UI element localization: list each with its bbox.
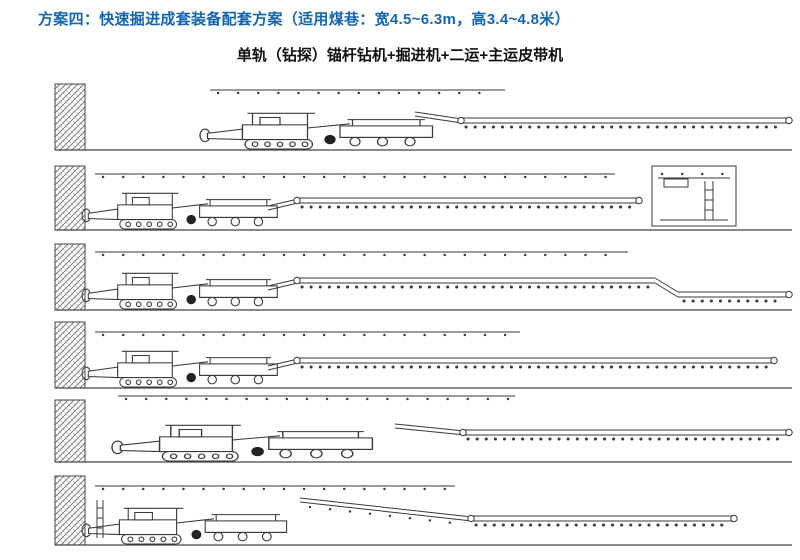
equipment-subtitle: 单轨（钻探）锚杆钻机+掘进机+二运+主运皮带机 bbox=[236, 47, 564, 64]
machine-train bbox=[199, 112, 434, 150]
rock-face bbox=[54, 243, 86, 311]
belt-conveyor bbox=[457, 116, 793, 129]
bridge-conveyor bbox=[299, 497, 473, 526]
rock-face bbox=[54, 165, 86, 231]
bridge-conveyor bbox=[267, 358, 299, 371]
monorail bbox=[95, 331, 520, 337]
diagram-row-4 bbox=[54, 321, 792, 389]
diagram-row-3 bbox=[54, 243, 793, 311]
diagram-row-6 bbox=[54, 475, 792, 546]
plan-title: 方案四：快速掘进成套装备配套方案（适用煤巷：宽4.5~6.3m，高3.4~4.8… bbox=[38, 11, 570, 28]
bridge-conveyor bbox=[394, 423, 466, 436]
machine-train bbox=[111, 424, 374, 462]
machine-train bbox=[81, 350, 278, 388]
bridge-conveyor bbox=[414, 111, 463, 124]
belt-conveyor bbox=[293, 196, 643, 209]
rock-face bbox=[54, 475, 86, 546]
rock-face bbox=[54, 83, 86, 151]
monorail bbox=[95, 251, 628, 257]
machine-train bbox=[81, 272, 278, 310]
bridge-conveyor bbox=[267, 198, 299, 211]
belt-conveyor bbox=[467, 514, 738, 527]
diagram-row-1 bbox=[54, 83, 793, 151]
monorail bbox=[95, 173, 615, 179]
rock-face bbox=[54, 321, 86, 389]
rock-face bbox=[54, 399, 86, 463]
monorail bbox=[210, 89, 505, 95]
machine-train bbox=[81, 192, 278, 230]
bridge-conveyor bbox=[267, 278, 299, 291]
diagram-row-5 bbox=[54, 395, 793, 463]
drill-mast bbox=[96, 500, 104, 538]
belt-conveyor bbox=[293, 276, 793, 303]
belt-conveyor bbox=[459, 428, 793, 441]
machine-train bbox=[81, 507, 288, 545]
belt-conveyor bbox=[293, 356, 778, 369]
diagram-row-2 bbox=[54, 165, 792, 231]
detail-inset bbox=[651, 165, 737, 227]
monorail bbox=[118, 395, 515, 401]
monorail bbox=[95, 485, 455, 491]
